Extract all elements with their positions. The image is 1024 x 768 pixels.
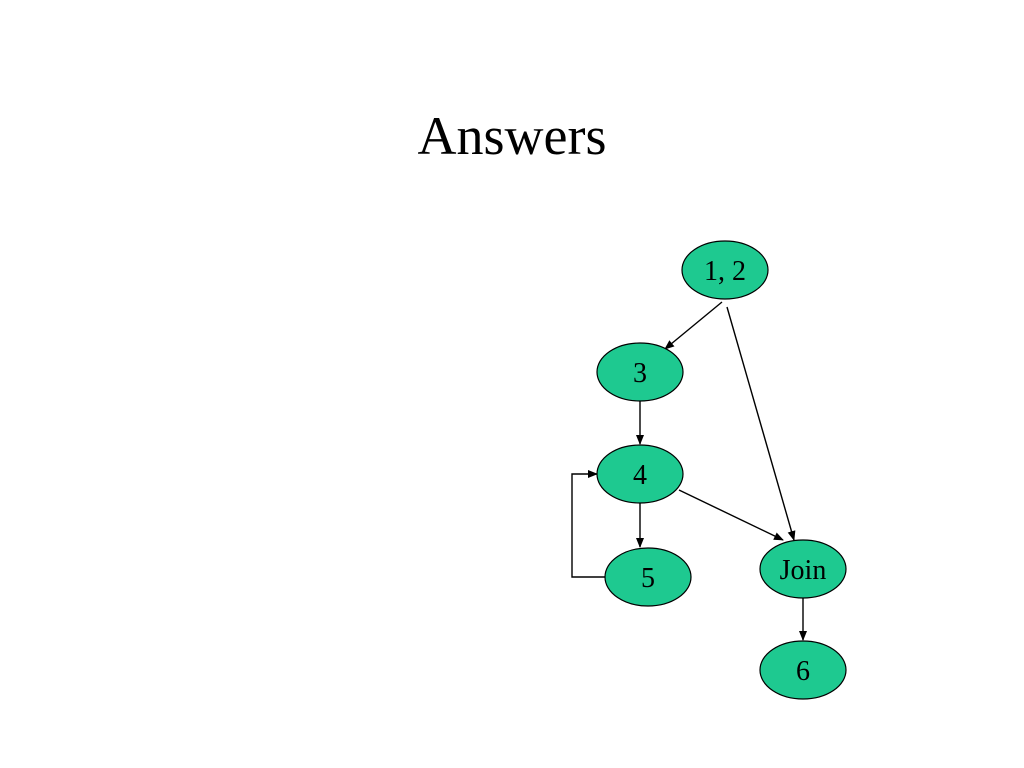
node-label: 4 bbox=[633, 460, 647, 491]
node-ellipse bbox=[759, 539, 847, 599]
node-ellipse bbox=[596, 342, 684, 402]
node-label: 1, 2 bbox=[704, 256, 746, 287]
node-1-2: 1, 2 bbox=[681, 240, 769, 300]
node-label: Join bbox=[780, 555, 827, 586]
node-6: 6 bbox=[759, 640, 847, 700]
node-ellipse bbox=[681, 240, 769, 300]
node-3: 3 bbox=[596, 342, 684, 402]
node-label: 5 bbox=[641, 563, 655, 594]
slide-title: Answers bbox=[417, 106, 607, 166]
node-ellipse bbox=[759, 640, 847, 700]
edge-5-to-4-loop bbox=[571, 470, 606, 578]
edges bbox=[571, 301, 807, 641]
node-label: 6 bbox=[796, 656, 810, 687]
node-ellipse bbox=[604, 547, 692, 607]
node-5: 5 bbox=[604, 547, 692, 607]
node-4: 4 bbox=[596, 444, 684, 504]
edge-4-to-join bbox=[678, 489, 784, 541]
node-join: Join bbox=[759, 539, 847, 599]
edge-12-to-join bbox=[726, 306, 796, 541]
node-ellipse bbox=[596, 444, 684, 504]
node-label: 3 bbox=[633, 358, 647, 389]
edge-12-to-3 bbox=[664, 301, 723, 350]
